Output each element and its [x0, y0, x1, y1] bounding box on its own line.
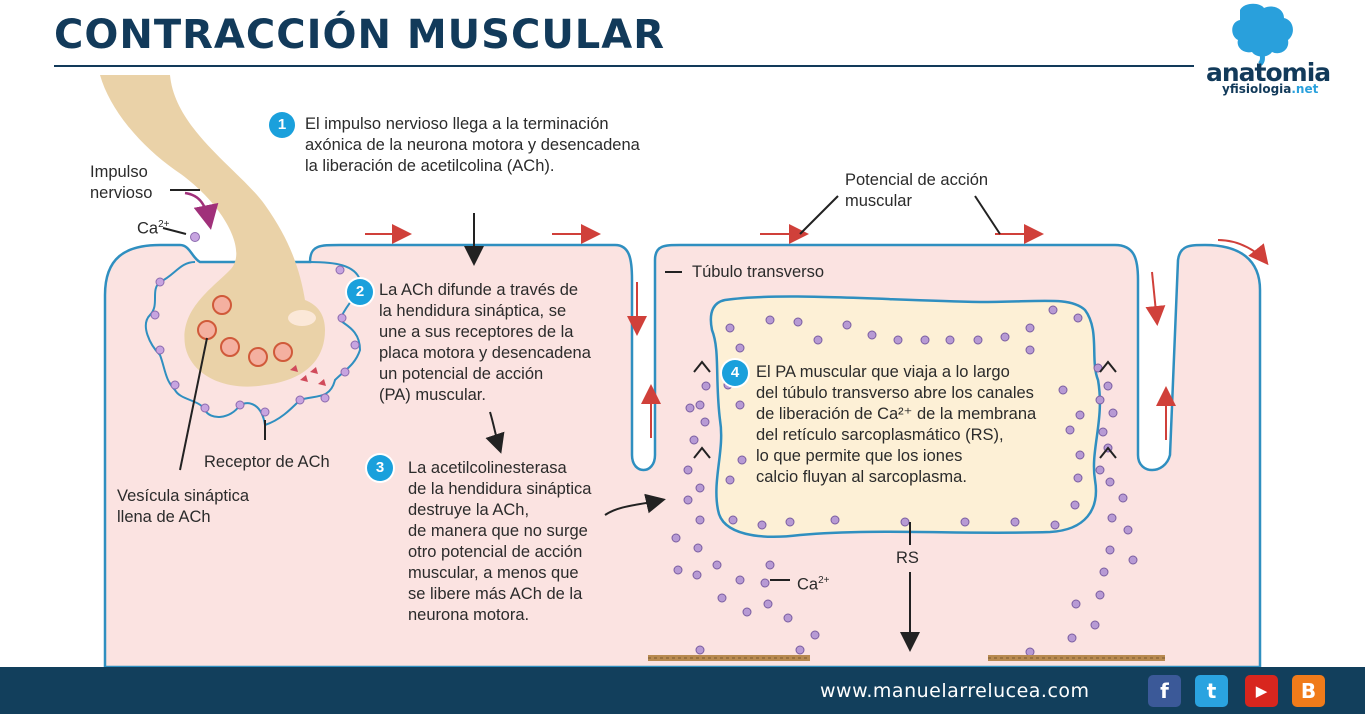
step-1-line: la liberación de acetilcolina (ACh).	[305, 157, 555, 175]
synaptic-vesicle	[197, 320, 217, 340]
step-4-line: del retículo sarcoplasmático (RS),	[756, 426, 1004, 444]
calcium-label-top-text: Ca	[137, 219, 159, 238]
impulse-label-line2: nervioso	[90, 184, 153, 202]
synaptic-vesicle	[273, 342, 293, 362]
vesicle-label-line2: llena de ACh	[117, 508, 211, 526]
step-1-line: axónica de la neurona motora y desencade…	[305, 136, 640, 154]
step-2-line: La ACh difunde a través de	[379, 281, 579, 299]
youtube-icon[interactable]: ▶	[1245, 675, 1278, 707]
logo-sub-text: yfisiologia.net	[1222, 82, 1318, 96]
step-4-line: del túbulo transverso abre los canales	[756, 384, 1034, 402]
blogger-icon[interactable]: B	[1292, 675, 1325, 707]
muscle-ap-line1: Potencial de acción	[845, 171, 989, 189]
synaptic-vesicle	[248, 347, 268, 367]
muscle-action-potential-label: Potencial de acción muscular	[845, 170, 988, 212]
step-1-badge: 1	[269, 112, 295, 138]
calcium-release-channels	[693, 360, 1117, 459]
impulse-label-line1: Impulso	[90, 163, 148, 181]
t-tubule-label: Túbulo transverso	[692, 263, 825, 281]
step-3-line: otro potencial de acción	[408, 543, 583, 561]
receptor-label: Receptor de ACh	[204, 453, 330, 471]
calcium-ion	[190, 232, 200, 242]
ach-molecules	[290, 365, 326, 386]
step-3-line: La acetilcolinesterasa	[408, 459, 567, 477]
site-logo[interactable]: anatomia yfisiologia.net	[1200, 0, 1365, 100]
muscle-ap-line2: muscular	[845, 192, 912, 210]
sarcoplasmic-reticulum	[709, 295, 1102, 538]
vesicle-label: Vesícula sináptica llena de ACh	[117, 486, 249, 528]
step-2-line: une a sus receptores de la	[379, 323, 574, 341]
step-3-line: destruye la ACh,	[408, 501, 530, 519]
step-1-line: El impulso nervioso llega a la terminaci…	[305, 115, 609, 133]
step-2-line: la hendidura sináptica, se	[379, 302, 567, 320]
synaptic-vesicle	[212, 295, 232, 315]
step-3-badge: 3	[367, 455, 393, 481]
synaptic-vesicle	[220, 337, 240, 357]
step-3-line: neurona motora.	[408, 606, 530, 624]
step-3-text: La acetilcolinesterasa de la hendidura s…	[408, 458, 591, 626]
calcium-label-bottom-text: Ca	[797, 575, 819, 594]
vesicle-label-line1: Vesícula sináptica	[117, 487, 250, 505]
step-4-line: calcio fluyan al sarcoplasma.	[756, 468, 967, 486]
logo-sub-prefix: yfisiologia	[1222, 82, 1292, 96]
fusing-vesicle	[288, 310, 316, 326]
step-2-line: placa motora y desencadena	[379, 344, 591, 362]
released-calcium-ions	[671, 363, 1138, 657]
step-2-badge: 2	[347, 279, 373, 305]
step-2-line: un potencial de acción	[379, 365, 544, 383]
brain-logo-icon	[1232, 3, 1293, 66]
step-4-line: El PA muscular que viaja a lo largo	[756, 363, 1010, 381]
calcium-label-top-charge: 2+	[158, 219, 170, 230]
calcium-label-top: Ca2+	[137, 214, 170, 240]
step-3-line: muscular, a menos que	[408, 564, 579, 582]
step-3-line: de la hendidura sináptica	[408, 480, 592, 498]
title-underline	[54, 65, 1194, 67]
calcium-label-bottom-charge: 2+	[818, 575, 830, 586]
rs-label: RS	[896, 549, 919, 567]
step-3-line: de manera que no surge	[408, 522, 588, 540]
sr-calcium-ions	[723, 305, 1085, 530]
step-4-line: lo que permite que los iones	[756, 447, 963, 465]
facebook-icon[interactable]: f	[1148, 675, 1181, 707]
step-2-text: La ACh difunde a través de la hendidura …	[379, 280, 591, 406]
twitter-icon[interactable]: t	[1195, 675, 1228, 707]
step-4-badge: 4	[722, 360, 748, 386]
step-3-line: se libere más ACh de la	[408, 585, 583, 603]
website-link[interactable]: www.manuelarrelucea.com	[820, 680, 1090, 702]
logo-brand-text: anatomia	[1206, 58, 1331, 87]
impulse-arrow	[184, 191, 219, 230]
page-title: CONTRACCIÓN MUSCULAR	[54, 12, 666, 58]
motor-neuron-axon	[100, 75, 325, 387]
step-4-line: de liberación de Ca²⁺ de la membrana	[756, 405, 1037, 423]
logo-sub-suffix: .net	[1291, 82, 1319, 96]
calcium-label-bottom: Ca2+	[797, 570, 830, 596]
step-2-line: (PA) muscular.	[379, 386, 486, 404]
pointer-lines	[162, 189, 1001, 652]
action-potential-arrows	[365, 224, 1269, 440]
step-4-text: El PA muscular que viaja a lo largo del …	[756, 362, 1036, 488]
step-1-text: El impulso nervioso llega a la terminaci…	[305, 114, 640, 177]
synaptic-vesicles	[197, 295, 293, 367]
footer-bar: www.manuelarrelucea.com f t ▶ B	[0, 667, 1365, 714]
impulse-label: Impulso nervioso	[90, 162, 152, 204]
